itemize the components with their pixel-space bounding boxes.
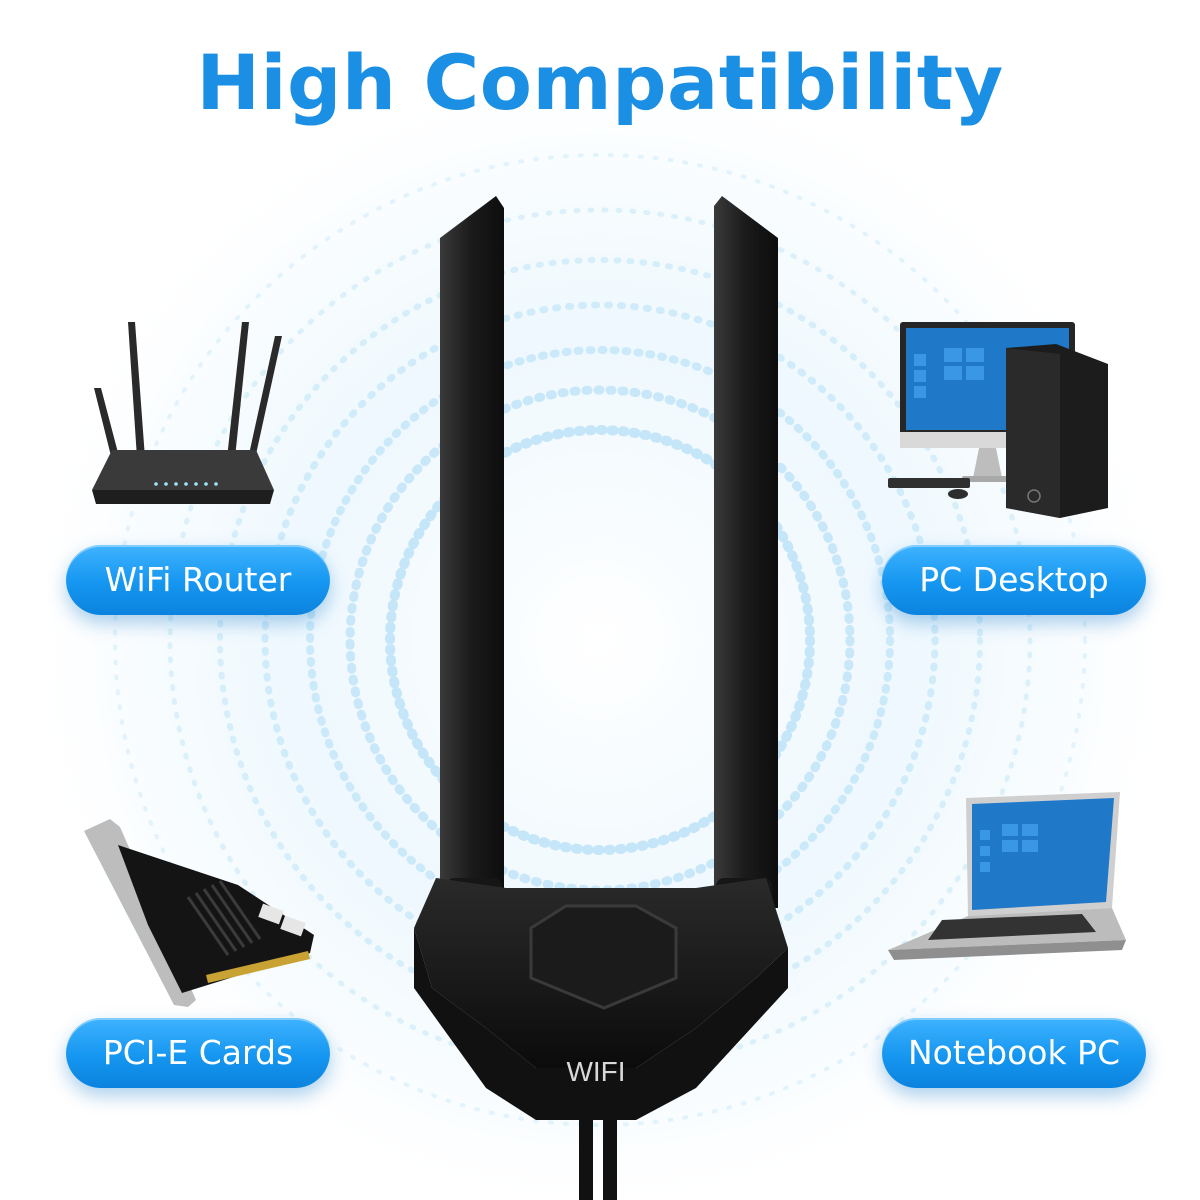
router-antenna: [227, 322, 249, 458]
laptop-keyboard: [928, 914, 1096, 940]
ring: [113, 153, 1087, 1127]
page-title: High Compatibility: [196, 38, 1004, 127]
antenna-icon: WIFI: [414, 196, 788, 1200]
antenna-base-recess: [529, 904, 678, 1010]
ring: [385, 425, 815, 855]
router-antenna: [94, 388, 122, 468]
tower-logo: [1027, 489, 1041, 503]
router-antenna: [246, 336, 282, 468]
ring: [261, 301, 939, 979]
card-heatsink: [186, 880, 262, 956]
sata-port: [258, 903, 284, 925]
keyboard: [888, 478, 970, 488]
pcie-label: PCI-E Cards: [66, 1018, 330, 1088]
mouse: [948, 489, 968, 499]
laptop-screen: [972, 798, 1114, 910]
pcie-card-icon: [84, 819, 314, 1007]
tower-front: [1006, 348, 1060, 518]
router-body-front: [92, 490, 274, 504]
router-label: WiFi Router: [66, 545, 330, 615]
router-icon: [92, 322, 282, 504]
desktop-icon: [888, 322, 1108, 518]
notebook-label: Notebook PC: [882, 1018, 1146, 1088]
desktop-label: PC Desktop: [882, 545, 1146, 615]
laptop-icon: [888, 792, 1126, 960]
card-connector: [206, 951, 310, 983]
sata-port: [280, 915, 306, 937]
antenna-rod-left: [440, 196, 504, 908]
laptop-edge: [888, 940, 1126, 960]
card-board: [118, 845, 314, 993]
router-body: [92, 450, 274, 490]
monitor-base: [962, 476, 1014, 482]
monitor-stand: [973, 448, 1002, 478]
router-leds: [154, 482, 218, 486]
router-antenna: [128, 322, 145, 458]
antenna-base-front: [414, 928, 788, 1120]
antenna-rod-right: [714, 196, 778, 908]
antenna-base-label: WIFI: [566, 1056, 625, 1087]
antenna-cable: [579, 1120, 617, 1200]
